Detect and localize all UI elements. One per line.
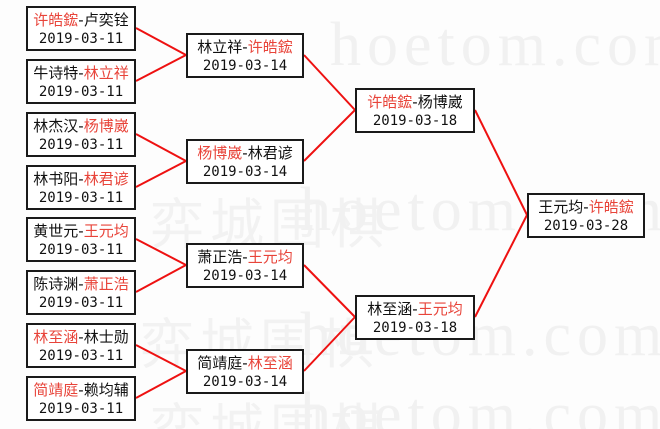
match-players: 陈诗渊-萧正浩 <box>28 274 134 294</box>
player-loser: 牛诗特 <box>33 64 79 82</box>
match-players: 杨博崴-林君谚 <box>188 143 302 163</box>
match-date: 2019-03-14 <box>202 58 288 74</box>
player-separator: - <box>78 328 84 346</box>
match-date: 2019-03-11 <box>38 137 124 153</box>
player-separator: - <box>242 38 248 56</box>
player-separator: - <box>78 117 84 135</box>
player-winner: 林至涵 <box>247 354 293 372</box>
match-players: 简靖庭-林至涵 <box>188 353 302 373</box>
player-winner: 林君谚 <box>83 170 129 188</box>
match-players: 林立祥-许皓鋐 <box>188 37 302 57</box>
match-date: 2019-03-11 <box>38 190 124 206</box>
player-winner: 林立祥 <box>83 64 129 82</box>
match-players: 林杰汉-杨博崴 <box>28 116 134 136</box>
match-date: 2019-03-11 <box>38 348 124 364</box>
player-loser: 黄世元 <box>33 222 79 240</box>
match-players: 简靖庭-赖均辅 <box>28 380 134 400</box>
player-separator: - <box>583 198 589 216</box>
match-box[interactable]: 林至涵-王元均 2019-03-18 <box>355 295 475 340</box>
player-separator: - <box>78 170 84 188</box>
player-separator: - <box>242 248 248 266</box>
player-loser: 林士勋 <box>83 328 129 346</box>
player-separator: - <box>78 11 84 29</box>
match-players: 牛诗特-林立祥 <box>28 63 134 83</box>
match-players: 林书阳-林君谚 <box>28 169 134 189</box>
player-loser: 卢奕铨 <box>83 11 129 29</box>
player-separator: - <box>242 144 248 162</box>
watermark-text: hoetom.com <box>330 11 660 79</box>
match-players: 许皓鋐-卢奕铨 <box>28 10 134 30</box>
player-loser: 陈诗渊 <box>33 275 79 293</box>
player-winner: 杨博崴 <box>83 117 129 135</box>
match-box[interactable]: 许皓鋐-卢奕铨 2019-03-11 <box>26 6 136 51</box>
match-date: 2019-03-11 <box>38 295 124 311</box>
player-separator: - <box>412 300 418 318</box>
player-loser: 赖均辅 <box>83 381 129 399</box>
match-box[interactable]: 林书阳-林君谚 2019-03-11 <box>26 165 136 210</box>
match-date: 2019-03-14 <box>202 164 288 180</box>
match-box-final[interactable]: 王元均-许皓鋐 2019-03-28 <box>527 193 645 238</box>
match-players: 黄世元-王元均 <box>28 221 134 241</box>
player-winner: 萧正浩 <box>83 275 129 293</box>
match-box[interactable]: 林杰汉-杨博崴 2019-03-11 <box>26 112 136 157</box>
match-box[interactable]: 牛诗特-林立祥 2019-03-11 <box>26 59 136 104</box>
watermark-text: hoetom.com <box>300 381 660 429</box>
player-loser: 林立祥 <box>197 38 243 56</box>
player-winner: 许皓鋐 <box>33 11 79 29</box>
player-separator: - <box>78 222 84 240</box>
match-players: 林至涵-林士勋 <box>28 327 134 347</box>
player-loser: 王元均 <box>538 198 584 216</box>
watermark-text: hoetom.com <box>300 301 660 369</box>
match-date: 2019-03-14 <box>202 268 288 284</box>
player-separator: - <box>78 275 84 293</box>
player-loser: 杨博崴 <box>417 93 463 111</box>
match-players: 许皓鋐-杨博崴 <box>357 92 473 112</box>
match-box[interactable]: 许皓鋐-杨博崴 2019-03-18 <box>355 88 475 133</box>
player-winner: 许皓鋐 <box>247 38 293 56</box>
match-players: 王元均-许皓鋐 <box>529 197 643 217</box>
match-date: 2019-03-11 <box>38 31 124 47</box>
match-box[interactable]: 林至涵-林士勋 2019-03-11 <box>26 323 136 368</box>
match-box[interactable]: 黄世元-王元均 2019-03-11 <box>26 217 136 262</box>
player-winner: 杨博崴 <box>197 144 243 162</box>
match-box[interactable]: 简靖庭-林至涵 2019-03-14 <box>186 349 304 394</box>
player-loser: 林书阳 <box>33 170 79 188</box>
player-winner: 林至涵 <box>33 328 79 346</box>
player-separator: - <box>412 93 418 111</box>
player-separator: - <box>242 354 248 372</box>
player-loser: 简靖庭 <box>197 354 243 372</box>
player-separator: - <box>78 64 84 82</box>
match-date: 2019-03-14 <box>202 374 288 390</box>
player-winner: 王元均 <box>417 300 463 318</box>
player-winner: 王元均 <box>83 222 129 240</box>
player-loser: 林杰汉 <box>33 117 79 135</box>
player-loser: 萧正浩 <box>197 248 243 266</box>
match-date: 2019-03-11 <box>38 401 124 417</box>
match-date: 2019-03-28 <box>543 218 629 234</box>
match-box[interactable]: 萧正浩-王元均 2019-03-14 <box>186 243 304 288</box>
match-date: 2019-03-11 <box>38 84 124 100</box>
match-date: 2019-03-18 <box>372 113 458 129</box>
player-winner: 王元均 <box>247 248 293 266</box>
player-separator: - <box>78 381 84 399</box>
player-winner: 许皓鋐 <box>588 198 634 216</box>
player-winner: 简靖庭 <box>33 381 79 399</box>
player-loser: 林君谚 <box>247 144 293 162</box>
match-players: 林至涵-王元均 <box>357 299 473 319</box>
match-box[interactable]: 简靖庭-赖均辅 2019-03-11 <box>26 376 136 421</box>
match-players: 萧正浩-王元均 <box>188 247 302 267</box>
player-loser: 林至涵 <box>367 300 413 318</box>
match-box[interactable]: 陈诗渊-萧正浩 2019-03-11 <box>26 270 136 315</box>
match-date: 2019-03-18 <box>372 320 458 336</box>
match-box[interactable]: 杨博崴-林君谚 2019-03-14 <box>186 139 304 184</box>
match-box[interactable]: 林立祥-许皓鋐 2019-03-14 <box>186 33 304 78</box>
player-winner: 许皓鋐 <box>367 93 413 111</box>
match-date: 2019-03-11 <box>38 242 124 258</box>
